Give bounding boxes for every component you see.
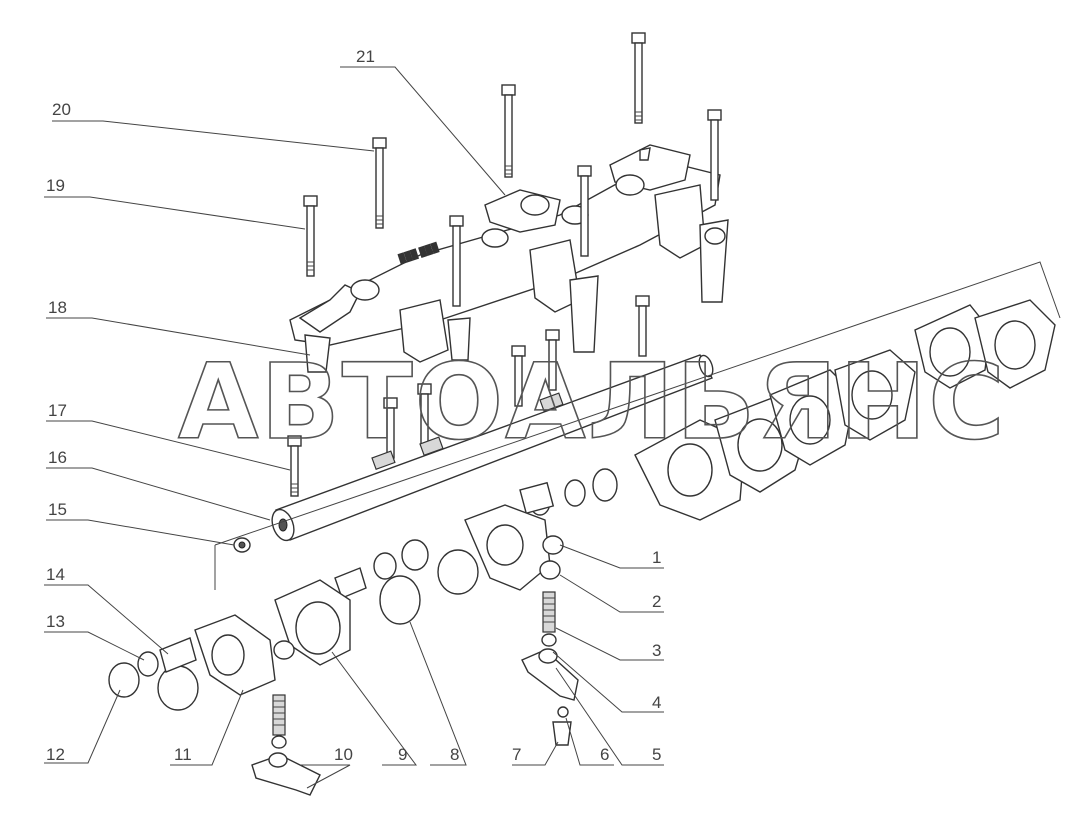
callout-20: 20: [52, 100, 71, 119]
bolt: [449, 215, 464, 307]
bolts-long: [303, 32, 722, 307]
rocker-arm-center: [274, 579, 351, 666]
bolt: [635, 295, 650, 357]
callout-17: 17: [48, 401, 67, 420]
bolt: [287, 435, 302, 497]
plug: [233, 537, 251, 553]
leader-lines: [44, 66, 664, 789]
callout-9: 9: [398, 745, 407, 764]
rocker-carrier-assembly: ███ ███: [289, 144, 729, 373]
bolt: [303, 195, 318, 277]
rocker-arms-upper-row: [519, 299, 1056, 521]
callout-3: 3: [652, 641, 661, 660]
valve-bridge-left: [251, 752, 321, 796]
valve-bridge-right: [521, 648, 579, 701]
callout-21: 21: [356, 47, 375, 66]
bolt: [501, 84, 516, 178]
callout-11: 11: [174, 745, 192, 764]
callout-1: 1: [652, 548, 661, 567]
pivot-pin: [552, 706, 572, 746]
callout-5: 5: [652, 745, 661, 764]
callout-16: 16: [48, 448, 67, 467]
callout-4: 4: [652, 693, 661, 712]
assembly-frame-line: [214, 261, 1061, 590]
bolts-short: [287, 295, 650, 497]
rocker-shaft: [271, 354, 714, 542]
rocker-arm-right: [464, 504, 564, 591]
rocker-arm-left: [108, 614, 295, 711]
bolt: [631, 32, 646, 124]
callout-18: 18: [48, 298, 67, 317]
watermark: АВТОАЛЬЯНС: [178, 341, 1007, 463]
bolt: [372, 137, 387, 229]
callout-12: 12: [46, 745, 65, 764]
bushings-center: [334, 539, 479, 625]
callout-14: 14: [46, 565, 65, 584]
callout-labels: 20 21 19 18 17 16 15 14 13 12 11 10 9 8 …: [46, 47, 661, 764]
callout-2: 2: [652, 592, 661, 611]
callout-8: 8: [450, 745, 459, 764]
bolt: [511, 345, 526, 407]
bolt: [545, 329, 560, 391]
bolt: [577, 165, 592, 257]
callout-10: 10: [334, 745, 353, 764]
callout-19: 19: [46, 176, 65, 195]
adjusting-screw-right: [541, 591, 557, 647]
bolt: [707, 109, 722, 201]
callout-15: 15: [48, 500, 67, 519]
callout-6: 6: [600, 745, 609, 764]
callout-13: 13: [46, 612, 65, 631]
adjusting-screw-left: [271, 694, 287, 749]
callout-7: 7: [512, 745, 521, 764]
